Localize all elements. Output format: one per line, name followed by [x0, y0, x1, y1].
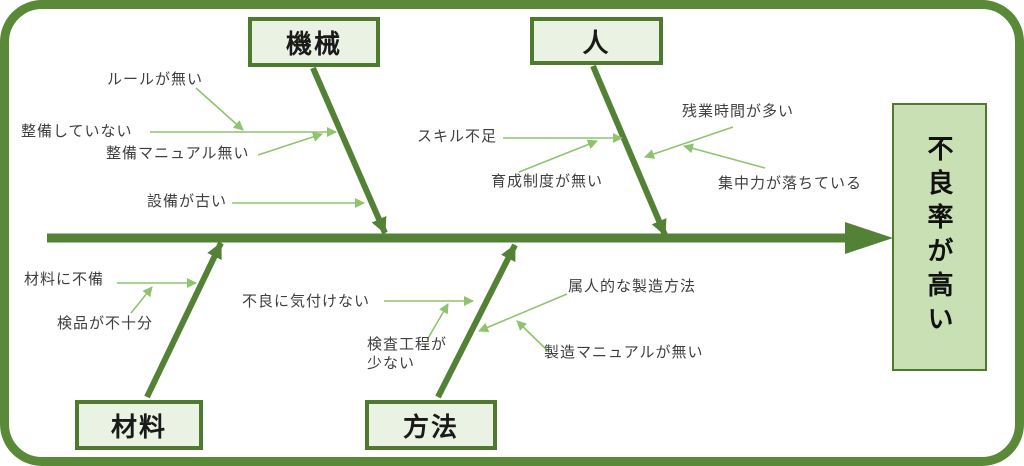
- cause-label-person-dependent-method: 属人的な製造方法: [568, 278, 697, 295]
- no-training-system-arrow: [518, 139, 598, 173]
- cause-label-no-maintenance-manual: 整備マニュアル無い: [106, 145, 250, 162]
- cause-label-not-maintained: 整備していない: [21, 123, 133, 140]
- no-rules-arrow: [195, 87, 244, 131]
- insufficient-inspection-arrow: [130, 286, 153, 314]
- people-category-box: 人: [530, 17, 663, 65]
- cause-label-no-manufacturing-manual: 製造マニュアルが無い: [544, 344, 704, 361]
- person-dependent-method-arrow: [478, 293, 568, 333]
- no-maintenance-manual-arrow: [257, 132, 323, 156]
- cause-label-cannot-notice-defects: 不良に気付けない: [242, 293, 371, 310]
- few-inspection-steps-arrow: [426, 303, 449, 341]
- low-concentration-arrow: [683, 143, 766, 169]
- cause-label-no-rules: ルールが無い: [107, 71, 204, 88]
- much-overtime-arrow: [644, 126, 734, 159]
- cause-label-low-concentration: 集中力が落ちている: [718, 175, 863, 192]
- no-manufacturing-manual-arrow: [516, 320, 550, 353]
- method-category-box: 方法: [365, 400, 497, 450]
- spine-arrowhead: [845, 222, 893, 254]
- machine-category-box: 機械: [248, 17, 380, 67]
- method-bone-arrow: [435, 243, 518, 399]
- cause-label-old-equipment: 設備が古い: [147, 193, 228, 210]
- materials-category-box: 材料: [75, 400, 203, 450]
- cause-label-no-training-system: 育成制度が無い: [491, 173, 604, 190]
- materials-bone-arrow: [144, 241, 224, 399]
- cause-label-material-defects: 材料に不備: [24, 271, 105, 288]
- machine-bone-arrow: [310, 66, 388, 235]
- cause-label-insufficient-inspection: 検品が不十分: [57, 315, 154, 332]
- cause-label-few-inspection-steps: 検査工程が 少ない: [367, 336, 448, 372]
- people-bone-arrow: [590, 64, 668, 237]
- cause-label-skill-shortage: スキル不足: [417, 128, 498, 145]
- cause-label-much-overtime: 残業時間が多い: [682, 103, 795, 120]
- effect-box: 不良率が高い: [892, 103, 987, 371]
